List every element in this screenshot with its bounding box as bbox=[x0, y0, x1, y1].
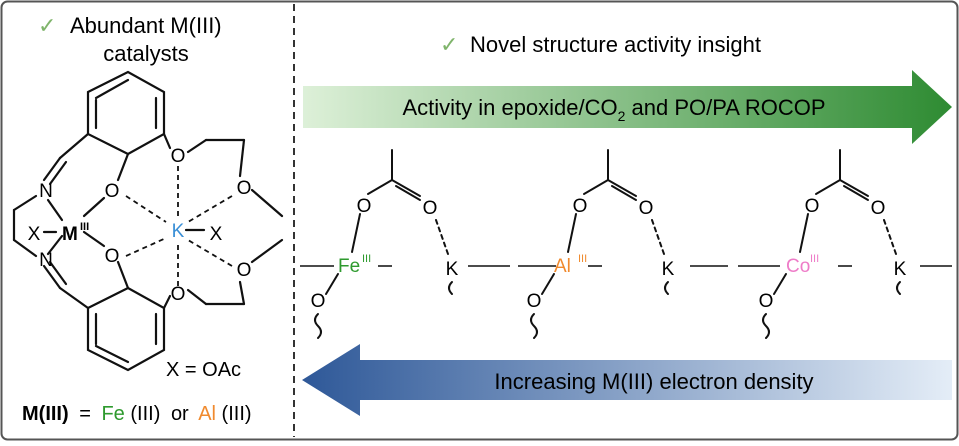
right-heading: Novel structure activity insight bbox=[470, 32, 761, 57]
atom-o-alkoxide: O bbox=[311, 291, 326, 312]
atom-o-left: O bbox=[805, 196, 820, 217]
potassium-label: K bbox=[894, 259, 907, 280]
metal-label: Al bbox=[554, 256, 571, 277]
atom-o-right: O bbox=[871, 198, 886, 219]
electron-density-arrow-label: Increasing M(III) electron density bbox=[494, 369, 813, 394]
atom-o-alkoxide: O bbox=[527, 291, 542, 312]
atom-o-left: O bbox=[357, 196, 372, 217]
right-panel: ✓ Novel structure activity insight Activ… bbox=[300, 32, 952, 416]
k-squiggle bbox=[896, 281, 901, 295]
metal-label: Fe bbox=[338, 256, 360, 277]
atom-n-bottom: N bbox=[39, 250, 53, 271]
polymer-chain-squiggle bbox=[530, 313, 538, 339]
acetate-bonds bbox=[530, 149, 669, 339]
metal-definition-fe: Fe bbox=[101, 403, 124, 425]
right-check-icon: ✓ bbox=[440, 32, 458, 57]
atom-metal-ox: III bbox=[80, 221, 89, 233]
atom-labels: N N O O O O O O X X M III K bbox=[28, 146, 252, 305]
left-heading-line1: Abundant M(III) bbox=[70, 13, 222, 38]
potassium-label: K bbox=[662, 259, 675, 280]
metal-definition-equals: = bbox=[79, 403, 91, 425]
metal-ox-label: III bbox=[578, 253, 587, 265]
metal-ox-label: III bbox=[810, 253, 819, 265]
left-heading-line2: catalysts bbox=[103, 41, 189, 66]
atom-x-left: X bbox=[28, 224, 41, 245]
complex-labels: O O O Al III K bbox=[527, 196, 675, 312]
atom-o-alkoxide: O bbox=[759, 291, 774, 312]
metal-definition-or: or bbox=[171, 403, 189, 425]
metal-definition-lhs: M(III) bbox=[22, 403, 69, 425]
metal-definition-al-suffix: (III) bbox=[222, 403, 252, 425]
polymer-chain-squiggle bbox=[762, 313, 770, 339]
left-panel: ✓ Abundant M(III) catalysts bbox=[12, 13, 284, 425]
potassium-label: K bbox=[446, 259, 459, 280]
activity-arrow-text-after: and PO/PA ROCOP bbox=[625, 95, 825, 120]
activity-arrow bbox=[303, 70, 952, 144]
atom-o-ether-bottom-1: O bbox=[171, 284, 186, 305]
metal-definition: M(III) = Fe (III) or Al (III) bbox=[22, 403, 252, 425]
atom-o-ether-top-1: O bbox=[171, 146, 186, 167]
atom-o-ether-top-2: O bbox=[237, 178, 252, 199]
salen-structure bbox=[12, 70, 284, 372]
complex-al: O O O Al III K bbox=[527, 149, 675, 339]
electron-density-arrow bbox=[302, 344, 952, 416]
atom-o-left: O bbox=[573, 196, 588, 217]
o-k-dative-bond bbox=[883, 219, 897, 255]
acetate-bonds bbox=[762, 149, 901, 339]
polymer-chain-squiggle bbox=[314, 313, 322, 339]
atom-o-right: O bbox=[639, 198, 654, 219]
o-k-dative-bond bbox=[651, 219, 665, 255]
activity-arrow-label: Activity in epoxide/CO2 and PO/PA ROCOP bbox=[402, 95, 825, 124]
metal-definition-fe-suffix: (III) bbox=[130, 403, 160, 425]
k-squiggle bbox=[448, 281, 453, 295]
metal-label: Co bbox=[786, 256, 810, 277]
atom-n-top: N bbox=[39, 181, 53, 202]
atom-metal: M bbox=[62, 224, 78, 245]
atom-o-phenolate-top: O bbox=[105, 181, 120, 202]
atom-o-phenolate-bottom: O bbox=[105, 246, 120, 267]
atom-potassium: K bbox=[172, 221, 185, 242]
atom-o-right: O bbox=[423, 198, 438, 219]
atom-o-ether-bottom-2: O bbox=[237, 260, 252, 281]
acetate-bonds bbox=[314, 149, 453, 339]
dative-bonds bbox=[125, 166, 233, 286]
activity-arrow-subscript: 2 bbox=[618, 108, 626, 124]
check-icon: ✓ bbox=[38, 13, 56, 38]
activity-arrow-text: Activity in epoxide/CO bbox=[402, 95, 617, 120]
atom-x-right: X bbox=[210, 224, 223, 245]
o-k-dative-bond bbox=[435, 219, 449, 255]
x-definition: X = OAc bbox=[166, 359, 241, 381]
metal-ox-label: III bbox=[362, 253, 371, 265]
k-squiggle bbox=[664, 281, 669, 295]
metal-definition-al: Al bbox=[198, 403, 216, 425]
